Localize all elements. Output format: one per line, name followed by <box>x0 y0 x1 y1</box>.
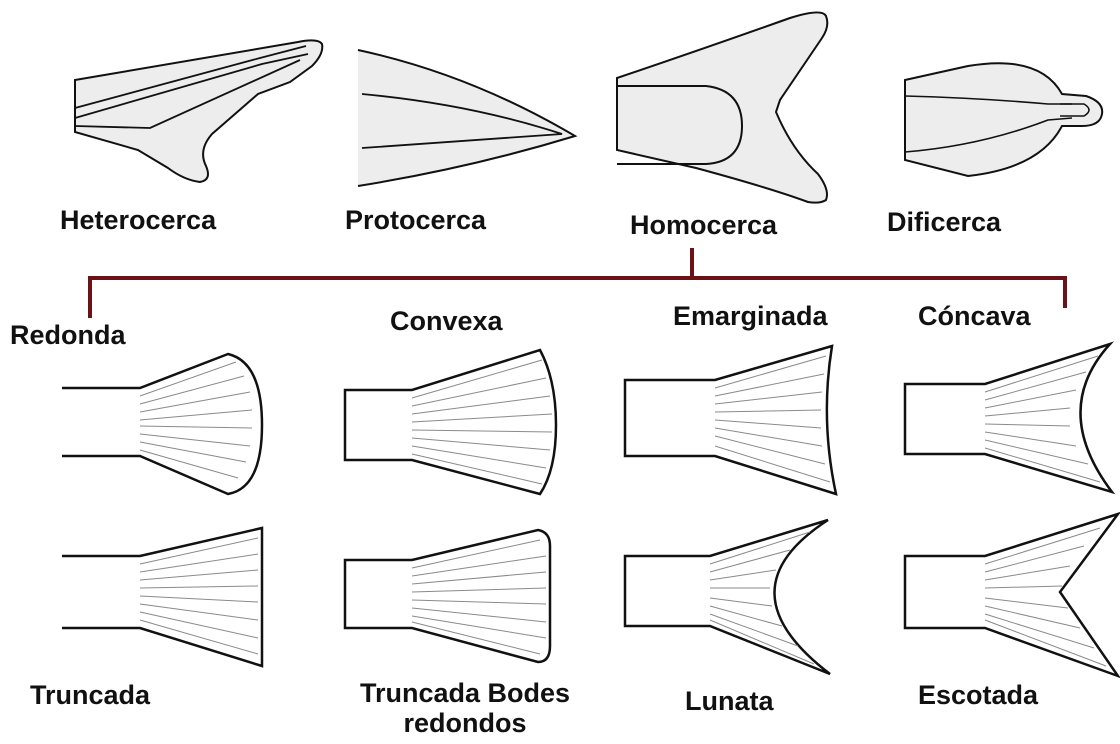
rounded-fin-icon <box>62 354 262 494</box>
homocercal-tail-icon <box>617 12 827 202</box>
diphycercal-fin-outline <box>905 63 1102 176</box>
label-homocerca: Homocerca <box>630 210 777 240</box>
lunate-fin-outline <box>625 520 830 674</box>
label-truncada-bodes-line1: Truncada Bodes <box>340 678 590 708</box>
truncate-fin-icon <box>62 528 262 666</box>
label-concava: Cóncava <box>918 301 1031 331</box>
label-truncada-bodes-line2: redondos <box>340 708 590 738</box>
truncate-rounded-corners-fin-icon <box>345 530 550 662</box>
protocercal-fin-outline <box>358 50 575 186</box>
diphycercal-tail-icon <box>905 63 1102 176</box>
emarginate-fin-outline <box>625 346 836 494</box>
label-escotada: Escotada <box>918 680 1038 710</box>
label-heterocerca: Heterocerca <box>60 205 216 235</box>
truncate-rounded-fin-outline <box>345 530 550 662</box>
label-lunata: Lunata <box>685 686 774 716</box>
convex-fin-icon <box>345 350 556 494</box>
label-redonda: Redonda <box>10 320 126 350</box>
concave-fin-icon <box>905 344 1112 492</box>
homocercal-fin-outline <box>617 12 827 202</box>
label-emarginada: Emarginada <box>673 301 828 331</box>
protocercal-tail-icon <box>358 50 575 186</box>
heterocercal-tail-icon <box>75 40 322 182</box>
convex-fin-outline <box>345 350 556 494</box>
label-truncada: Truncada <box>30 680 150 710</box>
forked-fin-icon <box>905 514 1118 676</box>
label-convexa: Convexa <box>390 306 503 336</box>
lunate-fin-icon <box>625 520 830 674</box>
label-protocerca: Protocerca <box>345 205 486 235</box>
rounded-fin-outline <box>62 354 262 494</box>
label-truncada-bodes-redondos: Truncada Bodes redondos <box>340 678 590 738</box>
emarginate-fin-icon <box>625 346 836 494</box>
concave-fin-outline <box>905 344 1112 492</box>
heterocercal-fin-outline <box>75 40 322 182</box>
label-dificerca: Dificerca <box>887 207 1001 237</box>
forked-fin-outline <box>905 514 1118 676</box>
